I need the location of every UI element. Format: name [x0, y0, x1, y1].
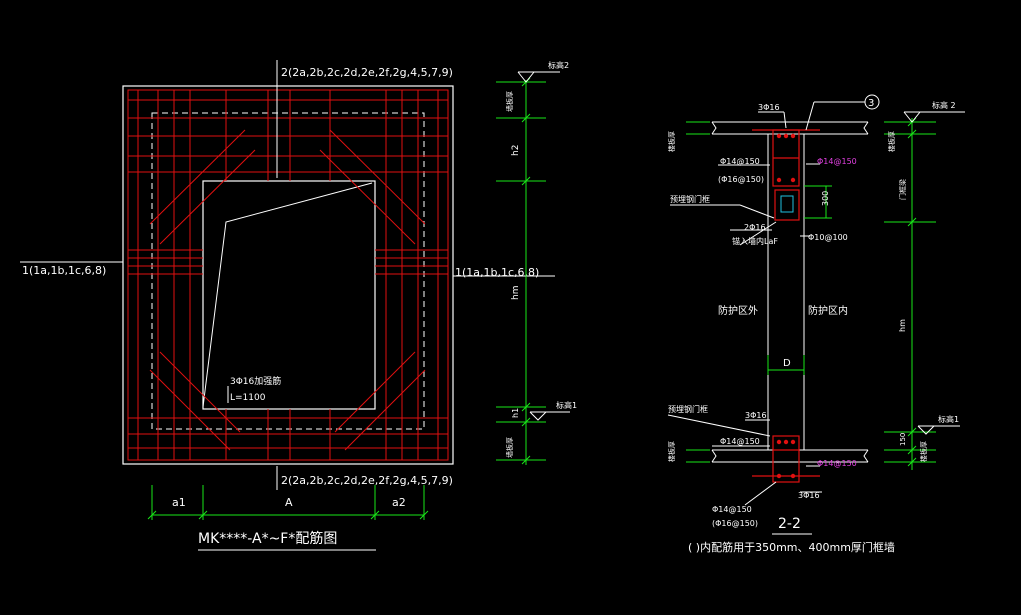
bottom-dimension: [147, 485, 429, 520]
section-view: 3 300: [667, 94, 965, 554]
door-swing: [202, 182, 373, 408]
wall-outline: [122, 85, 454, 465]
elev-top: 标高2: [548, 60, 569, 70]
sec-stirrup-bot-4: (Φ16@150): [712, 519, 758, 528]
sec-dim-right-bot: 150: [899, 433, 907, 446]
sec-bottom-bar-2: 3Φ16: [798, 491, 820, 500]
sec-outside: 防护区外: [718, 304, 758, 317]
sec-tie: Φ10@100: [808, 233, 848, 242]
dim-a2: a2: [392, 496, 406, 509]
rebar-grid: [127, 89, 449, 461]
section-title: 2-2: [778, 516, 801, 532]
dashed-boundary: [151, 112, 425, 430]
sec-hook: 预埋钢门框: [670, 194, 710, 204]
sec-stirrup-bot-3: Φ14@150: [712, 505, 752, 514]
sec-frame-bottom: 预埋钢门框: [668, 404, 708, 414]
sec-stirrup-top-1: Φ14@150: [720, 157, 760, 166]
label-right-rebar: 1(1a,1b,1c,6,8): [455, 266, 539, 279]
sec-stirrup-bot-right: Φ14@150: [817, 459, 857, 468]
elevation-view: 2(2a,2b,2c,2d,2e,2f,2g,4,5,7,9) 2(2a,2b,…: [20, 60, 577, 551]
dim-a1: a1: [172, 496, 186, 509]
label-bottom-rebar: 2(2a,2b,2c,2d,2e,2f,2g,4,5,7,9): [281, 474, 453, 487]
dim-h2: h2: [511, 145, 521, 156]
sec-elev-bottom: 标高1: [938, 414, 959, 424]
sec-inside: 防护区内: [808, 304, 848, 317]
drawing-title: MK****-A*~F*配筋图: [198, 530, 337, 547]
elev-bottom: 标高1: [556, 400, 577, 410]
sec-bottom-bar: 3Φ16: [745, 411, 767, 420]
dim-D: D: [783, 358, 791, 369]
sec-left-thk-bot: 楼板厚: [667, 441, 676, 462]
vertical-dimension: [496, 77, 546, 465]
dim-hm: hm: [511, 286, 521, 300]
label-diagonal-bar: 3Φ16加强筋: [230, 375, 281, 387]
section-note: ( )内配筋用于350mm、400mm厚门框墙: [688, 540, 895, 554]
sec-beam-bar: 2Φ16: [744, 223, 766, 232]
sec-right-thk-top: 楼板厚: [887, 131, 896, 152]
sec-left-thk: 楼板厚: [667, 131, 676, 152]
elev-bottom-thickness: 墙板厚: [505, 437, 514, 458]
label-left-rebar: 1(1a,1b,1c,6,8): [22, 264, 106, 277]
callout-number: 3: [868, 98, 874, 109]
elev-top-thickness: 墙板厚: [505, 91, 514, 112]
door-opening: [202, 180, 376, 410]
label-diagonal-length: L=1100: [230, 393, 266, 403]
dim-A: A: [285, 496, 293, 509]
sec-stirrup-top-2: (Φ16@150): [718, 175, 764, 184]
sec-top-bar: 3Φ16: [758, 103, 780, 112]
sec-stirrup-top-right: Φ14@150: [817, 157, 857, 166]
sec-anchor: 锚入墙内LaF: [732, 236, 778, 246]
sec-stirrup-bot-1: Φ14@150: [720, 437, 760, 446]
sec-dim-right-mid: hm: [898, 319, 907, 332]
sec-dim-right-top: 门框梁: [898, 179, 907, 200]
sec-right-thk-bot: 楼板厚: [919, 441, 928, 462]
dim-300: 300: [821, 191, 830, 206]
dim-h1: h1: [511, 408, 520, 418]
label-top-rebar: 2(2a,2b,2c,2d,2e,2f,2g,4,5,7,9): [281, 66, 453, 79]
sec-elev-top: 标高 2: [932, 100, 956, 110]
